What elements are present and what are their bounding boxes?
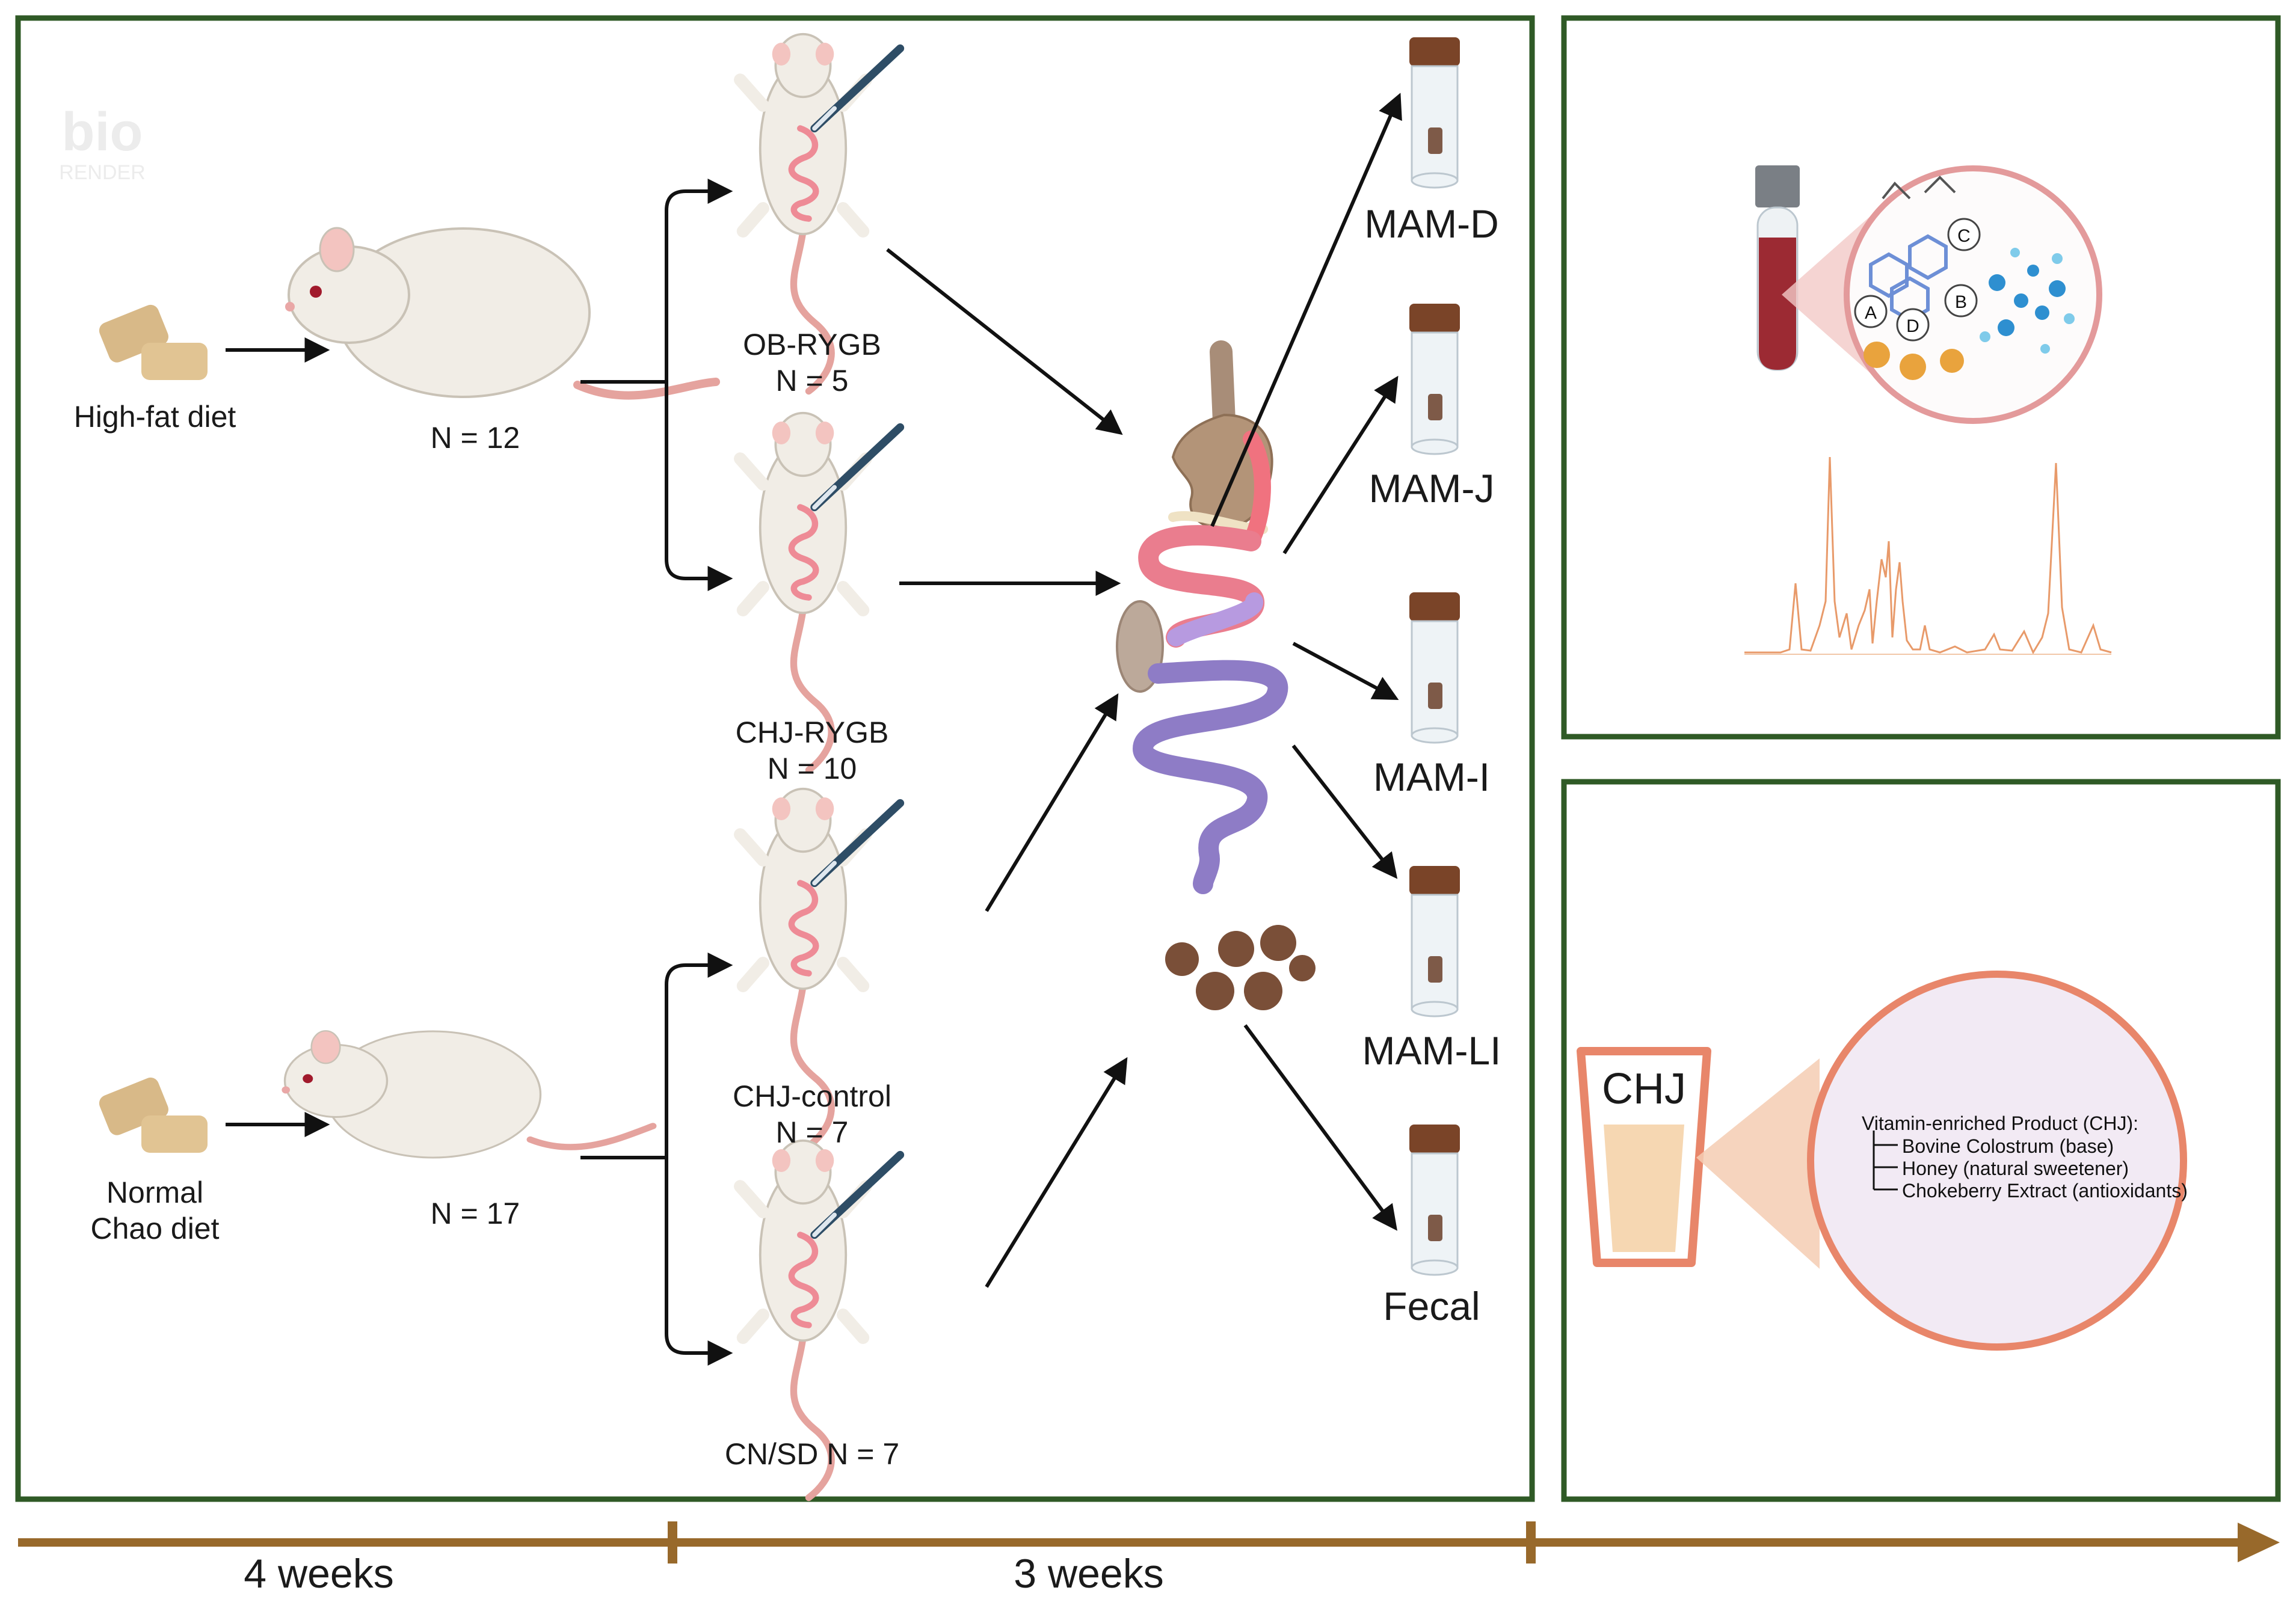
period-label-3-weeks: 3 weeks [1014,1551,1164,1597]
gastrointestinal-tract-icon [1116,340,1288,894]
gut-to-sample-arrow [1210,93,1402,527]
ob-rygb-label: OB-RYGB [743,328,881,361]
sample-label-fecal: Fecal [1383,1284,1480,1328]
gut-to-sample-arrow [1282,375,1399,554]
sample-label-mam-j: MAM-J [1368,466,1495,511]
metabolite-c-label: C [1957,226,1971,246]
metabolite-a-label: A [1865,303,1877,323]
cup-label: CHJ [1602,1065,1686,1113]
gut-to-sample-arrow [1292,642,1399,700]
hfd-group-size: N = 12 [430,421,520,455]
metabolite-d-label: D [1906,316,1919,336]
normal-diet-pellets-icon [99,1077,208,1153]
high-fat-diet-pellets-icon [99,304,208,380]
feces-to-sample-arrow [1243,1024,1397,1231]
normal-diet-label-line1: Normal [106,1176,204,1209]
product-panel-frame [1561,779,2281,1502]
sample-label-mam-li: MAM-LI [1362,1028,1501,1073]
metabolite-b-label: B [1955,292,1967,312]
metabolite-c-icon [1947,218,1981,251]
chj-rygb-label: CHJ-RYGB [735,716,889,749]
fecal-pellets-icon [1165,925,1316,1010]
metabolomics-panel-frame [1561,15,2281,740]
timeline-axis [18,1521,2280,1564]
group-to-gut-arrow [985,1057,1128,1288]
chj-cup-icon [1577,1047,1711,1267]
blood-tube-icon [1755,165,1800,371]
sample-tube-mam-j-icon [1408,302,1461,455]
sample-label-mam-d: MAM-D [1364,201,1499,246]
metabolite-b-icon [1944,284,1978,318]
chj-control-size: N = 7 [775,1115,849,1149]
obese-group-split-connector [580,189,725,580]
group-to-gut-arrow [886,248,1123,435]
chj-control-label: CHJ-control [733,1079,891,1113]
ingredient-item: Chokeberry Extract (antioxidants) [1902,1180,2188,1201]
ob-rygb-size: N = 5 [775,364,849,397]
sample-tube-mam-i-icon [1408,591,1461,744]
magnifier-cone [1696,1058,1820,1269]
biorender-watermark: bio [62,102,143,162]
obese-rat-icon [284,227,720,400]
cn-sd-label: CN/SD N = 7 [724,1437,900,1471]
normal-diet-label-line2: Chao diet [90,1212,220,1245]
period-label-4-weeks: 4 weeks [244,1551,394,1597]
product-info-circle [1807,971,2187,1351]
chj-rygb-size: N = 10 [767,752,857,785]
sample-label-mam-i: MAM-I [1373,755,1491,799]
nmr-spectrum-plot [1744,456,2112,655]
sample-tube-mam-li-icon [1408,865,1461,1017]
sample-tube-fecal-icon [1408,1123,1461,1276]
ingredient-item: Honey (natural sweetener) [1902,1158,2129,1179]
product-title: Vitamin-enriched Product (CHJ): [1862,1112,2139,1134]
high-fat-diet-label: High-fat diet [73,400,236,434]
normal-group-size: N = 17 [430,1197,520,1230]
normal-group-split-connector [580,963,725,1355]
metabolite-d-icon [1896,308,1930,342]
gut-to-sample-arrow [1291,744,1398,879]
normal-rat-icon [280,1030,657,1159]
main-panel-frame [15,15,1535,1502]
group-to-gut-arrow [985,693,1119,912]
ingredient-tree-lines [1873,1131,1898,1191]
metabolite-a-icon [1854,295,1888,328]
timeline-arrowhead [2238,1523,2280,1562]
sample-tube-mam-d-icon [1408,36,1461,189]
metabolites-magnifier-icon: A D C B [1844,165,2102,424]
biorender-watermark-sub: RENDER [59,161,146,184]
ingredient-item: Bovine Colostrum (base) [1902,1135,2114,1157]
